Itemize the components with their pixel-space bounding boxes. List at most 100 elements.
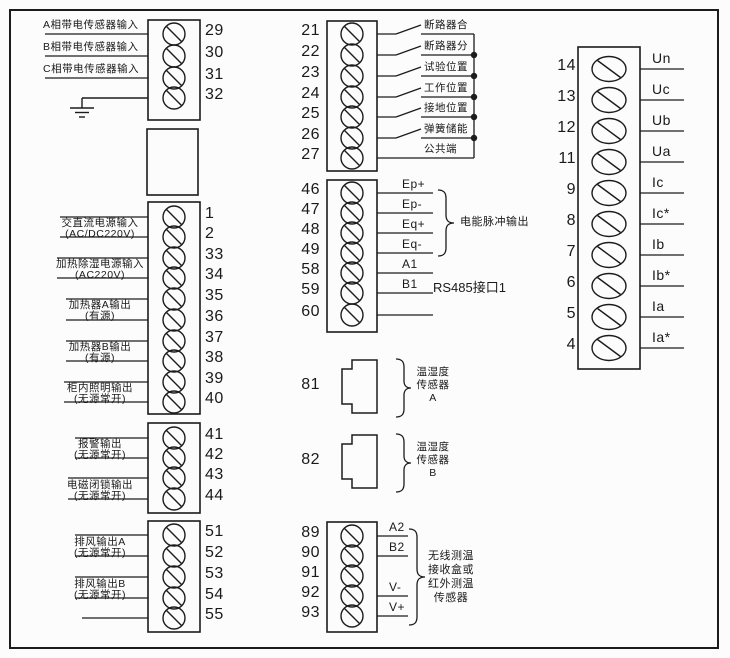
sensor-terminal-block [147, 19, 201, 121]
terminal-number: 13 [557, 88, 576, 105]
label-line: 加热器A输出 [68, 299, 132, 311]
terminal-number: 23 [301, 64, 320, 81]
label-line: (无源常开) [74, 589, 126, 602]
analog-signal-label: Ib [652, 236, 665, 252]
terminal-number: 7 [566, 243, 576, 260]
wireless-terminal-block [326, 521, 378, 633]
pulse-signal-label: Eq- [402, 237, 423, 251]
terminal-number: 12 [557, 119, 576, 136]
terminal-group-label: 报警输出 (无源常开) [52, 438, 148, 461]
terminal-number: 2 [205, 225, 215, 242]
label-line: (有源) [85, 352, 115, 365]
terminal-group-label: 排风输出A (无源常开) [52, 536, 148, 559]
terminal-number: 9 [566, 181, 576, 198]
label-line: 交直流电源输入 [61, 217, 139, 229]
terminal-number: 33 [205, 246, 224, 263]
terminal-screws [162, 22, 627, 630]
sensor-input-label: A相带电传感器输入 [43, 19, 139, 31]
terminal-group-label: 柜内照明输出 (无源常开) [52, 382, 148, 406]
terminal-group-label: 加热器A输出 (有源) [52, 299, 148, 322]
terminal-number: 39 [205, 370, 224, 387]
pulse-signal-label: Ep- [402, 197, 423, 211]
terminal-number: 93 [301, 604, 320, 621]
breaker-signal-label: 公共端 [424, 143, 457, 155]
terminal-group-label: 交直流电源输入 (AC/DC220V) [52, 217, 148, 240]
terminal-number: 60 [301, 303, 320, 320]
terminal-number: 37 [205, 329, 224, 346]
pulse-signal-label: Eq+ [402, 217, 426, 231]
label-line: 报警输出 [78, 438, 122, 450]
terminal-number: 35 [205, 287, 224, 304]
sensor-a-brace [395, 358, 412, 418]
analog-signal-label: Un [652, 50, 671, 66]
analog-signal-label: Ub [652, 112, 671, 128]
sensor-input-label: C相带电传感器输入 [43, 63, 140, 75]
terminal-number: 38 [205, 349, 224, 366]
label-line: 柜内照明输出 [67, 382, 133, 394]
terminal-number: 32 [205, 86, 224, 103]
terminal-number: 48 [301, 221, 320, 238]
terminal-number: 58 [301, 261, 320, 278]
terminal-number: 91 [301, 564, 320, 581]
terminal-number: 21 [301, 22, 320, 39]
terminal-number: 90 [301, 544, 320, 561]
label-line: 加热器B输出 [68, 341, 132, 353]
terminal-number: 34 [205, 266, 224, 283]
analog-signal-label: Ua [652, 143, 671, 159]
rs485-signal-label: B1 [402, 277, 418, 291]
wireless-group-brace [408, 528, 426, 626]
spacer-block [146, 128, 199, 196]
label-line: 温湿度 [416, 441, 450, 453]
label-line: 电磁闭锁输出 [67, 479, 133, 491]
terminal-number: 51 [205, 523, 224, 540]
label-line: 红外测温 [428, 578, 474, 590]
label-line: A [429, 392, 437, 404]
ground-icon [70, 97, 148, 118]
ct-pt-terminal-block [577, 46, 641, 370]
terminal-number: 29 [205, 22, 224, 39]
terminal-blocks [146, 19, 641, 633]
terminal-number: 59 [301, 281, 320, 298]
bus-junction-dots [470, 51, 478, 142]
pulse-terminal-block [326, 179, 378, 333]
switch-contact-icons [395, 24, 422, 139]
sensor-port-icons [341, 359, 378, 489]
terminal-number: 52 [205, 544, 224, 561]
label-line: 接收盒或 [428, 564, 474, 576]
label-line: (无源常开) [74, 393, 126, 406]
terminal-number: 49 [301, 241, 320, 258]
rs485-signal-label: A1 [402, 257, 418, 271]
power-terminal-block [147, 201, 201, 415]
wireless-signal-label: V- [389, 580, 402, 594]
terminal-number: 25 [301, 105, 320, 122]
terminal-number: 11 [558, 150, 576, 167]
label-line: 温湿度 [416, 366, 450, 378]
terminal-number: 4 [566, 336, 576, 353]
wireless-signal-label: B2 [389, 540, 405, 554]
terminal-number: 42 [205, 446, 224, 463]
terminal-number: 43 [205, 466, 224, 483]
terminal-group-label: 排风输出B (无源常开) [52, 578, 148, 602]
terminal-number: 24 [301, 85, 320, 102]
humidity-sensor-b-port-icon [341, 434, 378, 489]
terminal-number: 1 [205, 205, 215, 222]
breaker-signal-label: 接地位置 [424, 102, 468, 114]
terminal-number: 40 [205, 390, 224, 407]
analog-signal-label: Ib* [652, 267, 671, 283]
pulse-group-label: 电能脉冲输出 [460, 216, 529, 228]
sensor-input-label: B相带电传感器输入 [43, 41, 139, 53]
humidity-sensor-b-label: 温湿度 传感器 B [410, 441, 456, 480]
terminal-number: 81 [301, 376, 320, 393]
terminal-number: 46 [301, 181, 320, 198]
terminal-number: 6 [566, 274, 576, 291]
terminal-number: 5 [566, 305, 576, 322]
humidity-sensor-a-label: 温湿度 传感器 A [410, 366, 456, 405]
label-line: 排风输出A [74, 536, 126, 548]
terminal-number: 47 [301, 201, 320, 218]
terminal-number: 54 [205, 586, 224, 603]
terminal-number: 26 [301, 126, 320, 143]
terminal-group-label: 加热除湿电源输入 (AC220V) [52, 258, 148, 281]
label-line: 加热除湿电源输入 [56, 258, 144, 270]
